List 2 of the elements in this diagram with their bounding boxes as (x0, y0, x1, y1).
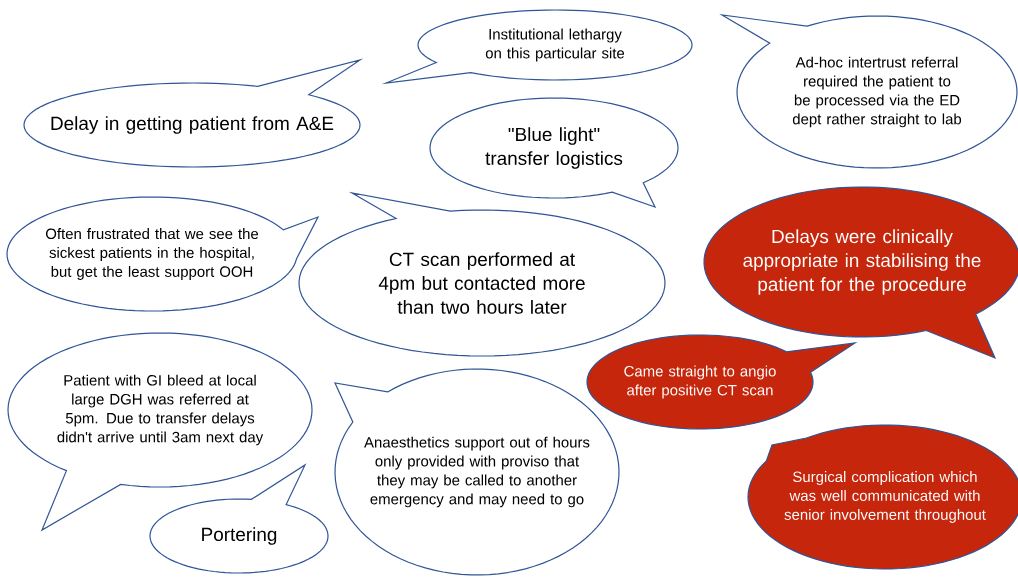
speech-bubble: Surgical complication which was well communicated with senior involvement throughout (747, 424, 1018, 570)
speech-bubble: Anaesthetics support out of hours only provided with proviso that they may be called to another emergency and may need to go (334, 368, 620, 576)
